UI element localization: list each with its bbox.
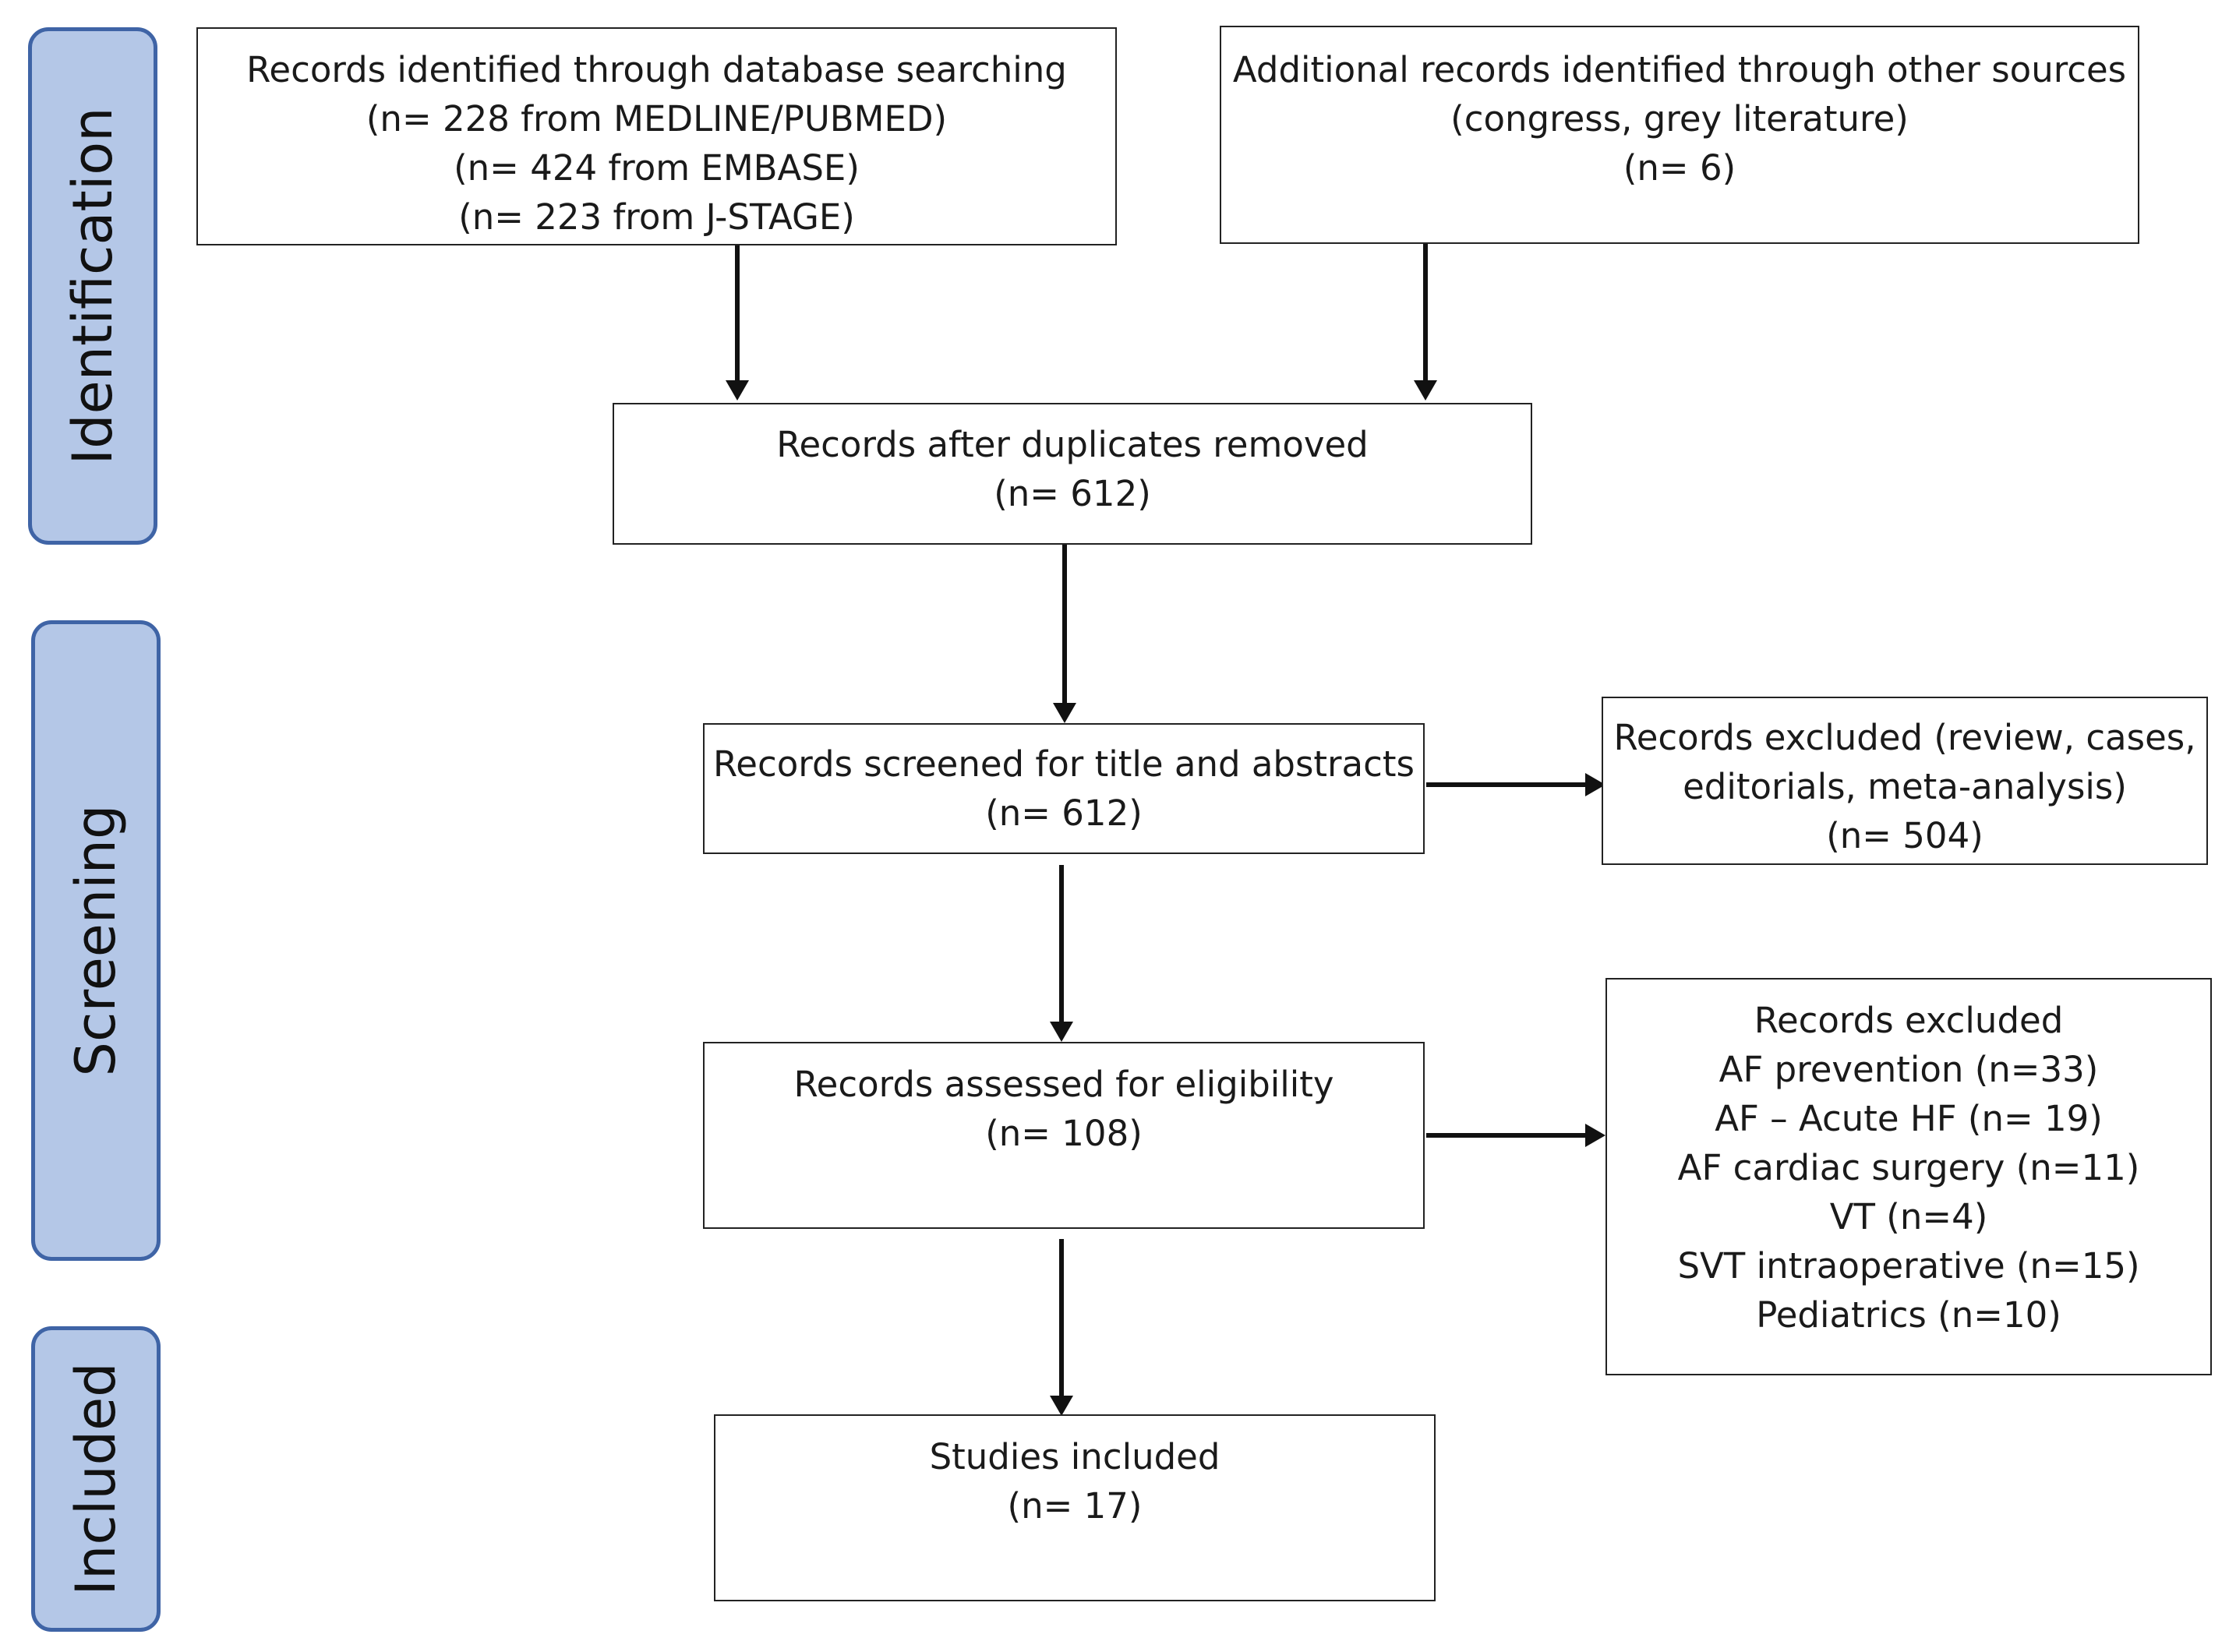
database-search-embase: (n= 424 from EMBASE) [454, 147, 860, 189]
eligibility-count: (n= 108) [985, 1113, 1143, 1154]
excluded-screening-count: (n= 504) [1826, 815, 1983, 856]
box-duplicates-removed: Records after duplicates removed (n= 612… [613, 403, 1532, 545]
excluded-pediatrics: Pediatrics (n=10) [1756, 1294, 2061, 1336]
included-count: (n= 17) [1007, 1485, 1143, 1527]
box-included: Studies included (n= 17) [714, 1414, 1436, 1601]
included-title: Studies included [929, 1436, 1220, 1477]
excluded-vt: VT (n=4) [1829, 1196, 1988, 1237]
screened-title: Records screened for title and abstracts [713, 743, 1415, 785]
box-database-search: Records identified through database sear… [196, 27, 1117, 245]
arrowhead-eligibility-to-included [1050, 1396, 1073, 1416]
box-excluded-screening: Records excluded (review, cases, editori… [1602, 697, 2208, 865]
other-sources-title: Additional records identified through ot… [1232, 49, 2127, 90]
database-search-title: Records identified through database sear… [246, 49, 1067, 90]
screened-count: (n= 612) [985, 792, 1143, 834]
arrowhead-other-to-duplicates [1414, 380, 1437, 401]
excluded-af-cardiac-surgery: AF cardiac surgery (n=11) [1677, 1147, 2140, 1188]
database-search-medline: (n= 228 from MEDLINE/PUBMED) [366, 98, 948, 139]
box-other-sources: Additional records identified through ot… [1220, 26, 2139, 244]
excluded-screening-detail: editorials, meta-analysis) [1683, 766, 2127, 807]
stage-included: Included [31, 1326, 161, 1632]
arrowhead-database-to-duplicates [726, 380, 749, 401]
duplicates-removed-count: (n= 612) [994, 473, 1151, 514]
box-eligibility: Records assessed for eligibility (n= 108… [703, 1042, 1425, 1229]
excluded-af-prevention: AF prevention (n=33) [1719, 1049, 2099, 1090]
arrowhead-eligibility-to-excluded [1585, 1124, 1605, 1147]
arrowhead-screened-to-eligibility [1050, 1022, 1073, 1042]
excluded-eligibility-title: Records excluded [1754, 1000, 2064, 1041]
duplicates-removed-title: Records after duplicates removed [776, 424, 1369, 465]
box-screened: Records screened for title and abstracts… [703, 723, 1425, 854]
stage-identification: Identification [28, 27, 157, 545]
arrowhead-duplicates-to-screened [1053, 703, 1076, 723]
excluded-svt-intraoperative: SVT intraoperative (n=15) [1677, 1245, 2140, 1287]
database-search-jstage: (n= 223 from J-STAGE) [458, 196, 855, 238]
other-sources-detail: (congress, grey literature) [1450, 98, 1909, 139]
arrowhead-screened-to-excluded [1585, 773, 1605, 796]
stage-screening: Screening [31, 620, 161, 1261]
eligibility-title: Records assessed for eligibility [793, 1064, 1334, 1105]
excluded-af-acute-hf: AF – Acute HF (n= 19) [1715, 1098, 2103, 1139]
box-excluded-eligibility: Records excluded AF prevention (n=33) AF… [1605, 978, 2212, 1375]
other-sources-count: (n= 6) [1623, 147, 1736, 189]
excluded-screening-title: Records excluded (review, cases, [1613, 717, 2196, 758]
